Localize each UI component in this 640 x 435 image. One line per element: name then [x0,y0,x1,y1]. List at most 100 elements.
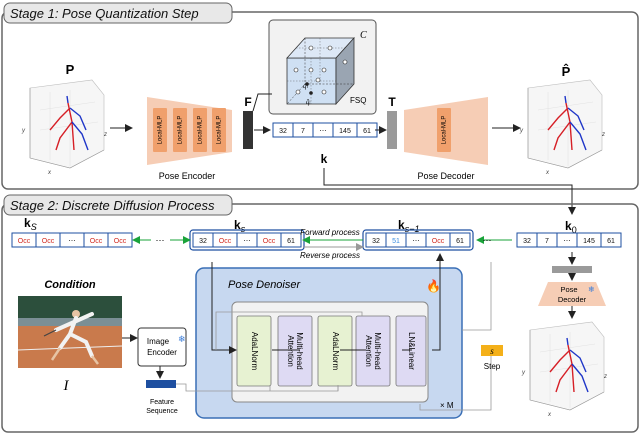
input-pose-symbol: P [66,62,75,77]
decoder-layer-1 [437,108,451,152]
denoiser-block [395,315,427,387]
svg-text:⋯: ⋯ [483,235,492,245]
token-cell [600,232,622,248]
svg-text:⋯: ⋯ [156,235,165,245]
stage2-title-bg [3,194,233,216]
svg-text:y: y [21,128,26,134]
feature-wire [176,383,339,392]
token-value: ⋯ [69,238,76,245]
pose-encoder-label: Pose Encoder [159,171,216,181]
k-S-label: kS [24,216,37,232]
token-value: Occ [263,238,276,245]
step-label: Step [484,362,501,371]
svg-text:z: z [103,132,107,138]
token-value: ⋯ [413,238,420,245]
feature-sequence-bar [146,380,176,388]
stage1-title: Stage 1: Pose Quantization Step [10,6,199,21]
token-value: 61 [607,238,615,245]
token-value: 7 [301,128,305,135]
token-cell [449,232,471,248]
feature-symbol: F [244,95,251,109]
denoiser-blocks: AdaLNorm Multi-headAttention AdaLNorm Multi… [236,315,427,387]
index-symbol: k [321,152,328,166]
token-value: 32 [372,238,380,245]
fire-icon: 🔥 [426,279,441,293]
encoder-layer-2 [173,108,187,152]
token-value: 145 [339,128,351,135]
condition-label: Condition [44,279,96,291]
pose-denoiser-title: Pose Denoiser [228,279,301,291]
token-value: 32 [199,238,207,245]
feature-sequence-label-2: Sequence [146,408,178,415]
output-pose-symbol: P̂ [562,64,571,79]
denoiser-block-label: AdaLNorm [331,332,340,371]
fsq-point-lower: q̂ᵢ [306,98,311,106]
encoder-layer-label: Local-MLP [217,116,223,145]
token-value: 145 [583,238,595,245]
token-value: 32 [523,238,531,245]
token-symbol: T [388,95,396,109]
denoiser-block [277,315,313,387]
token-value: ⋯ [244,238,251,245]
denoiser-wires [211,253,444,391]
feature-sequence-label-1: Feature [150,399,174,406]
stage1-frame [1,11,639,190]
encoder-layer-label: Local-MLP [158,116,164,145]
token-cell [280,232,302,248]
frozen-icon: ❄ [178,334,186,344]
denoiser-block [236,315,272,387]
forward-process-label: Forward process [300,228,360,237]
svg-text:x: x [47,170,52,176]
stage2-title: Stage 2: Discrete Diffusion Process [10,198,215,213]
encoder-layer-1 [153,108,167,152]
pose-encoder-shape [147,97,232,165]
token-embed-block [387,111,397,149]
feature-block [243,111,253,149]
transition-arrows: ⋯ ⋯ [132,235,512,251]
encoder-layer-label: Local-MLP [198,116,204,145]
denoiser-block-label: Multi-headAttention [364,332,382,369]
token-value: Occ [18,238,31,245]
stage1-title-bg [3,2,233,24]
pose-decoder-label: Pose Decoder [417,171,474,181]
token-value: 61 [363,128,371,135]
token-value: Occ [219,238,232,245]
stage2-output-pose-plot: y x z [521,321,607,418]
svg-text:y: y [521,370,526,376]
step-box [481,345,503,356]
stage2-pose-decoder-label-2: Decoder [558,295,587,304]
denoiser-block-label: Multi-headAttention [286,332,304,369]
denoiser-block-label: LN&Linear [407,332,416,370]
input-pose-plot: y x z [21,79,107,176]
stage2-frame [1,203,639,433]
fsq-connector [252,93,272,112]
image-encoder-label-1: Image [147,337,170,346]
encoder-layers: Local-MLP Local-MLP Local-MLP Local-MLP [153,108,226,152]
step-symbol: s [490,346,494,356]
svg-text:y: y [519,128,524,134]
k-0-label: k0 [565,219,577,235]
token-value: 51 [392,238,400,245]
reverse-process-label: Reverse process [300,251,360,260]
stage2-pose-decoder-shape [538,282,606,306]
stage2-pose-decoder-label-1: Pose [560,285,577,294]
decoder-frozen-icon: ❄ [588,285,595,294]
encoder-layer-label: Local-MLP [178,116,184,145]
step-ref-wire [462,262,492,331]
denoiser-block-label: AdaLNorm [250,332,259,371]
svg-text:x: x [547,412,552,418]
repeat-label: × M [440,401,454,410]
step-wire [419,354,492,411]
fsq-label: FSQ [350,96,366,105]
k-s-label: ks [234,218,246,234]
denoiser-block [317,315,353,387]
decoder-layer-label: Local-MLP [442,116,448,145]
image-symbol: I [63,378,70,394]
arrow-k-to-k0 [323,168,576,215]
svg-text:z: z [601,132,605,138]
